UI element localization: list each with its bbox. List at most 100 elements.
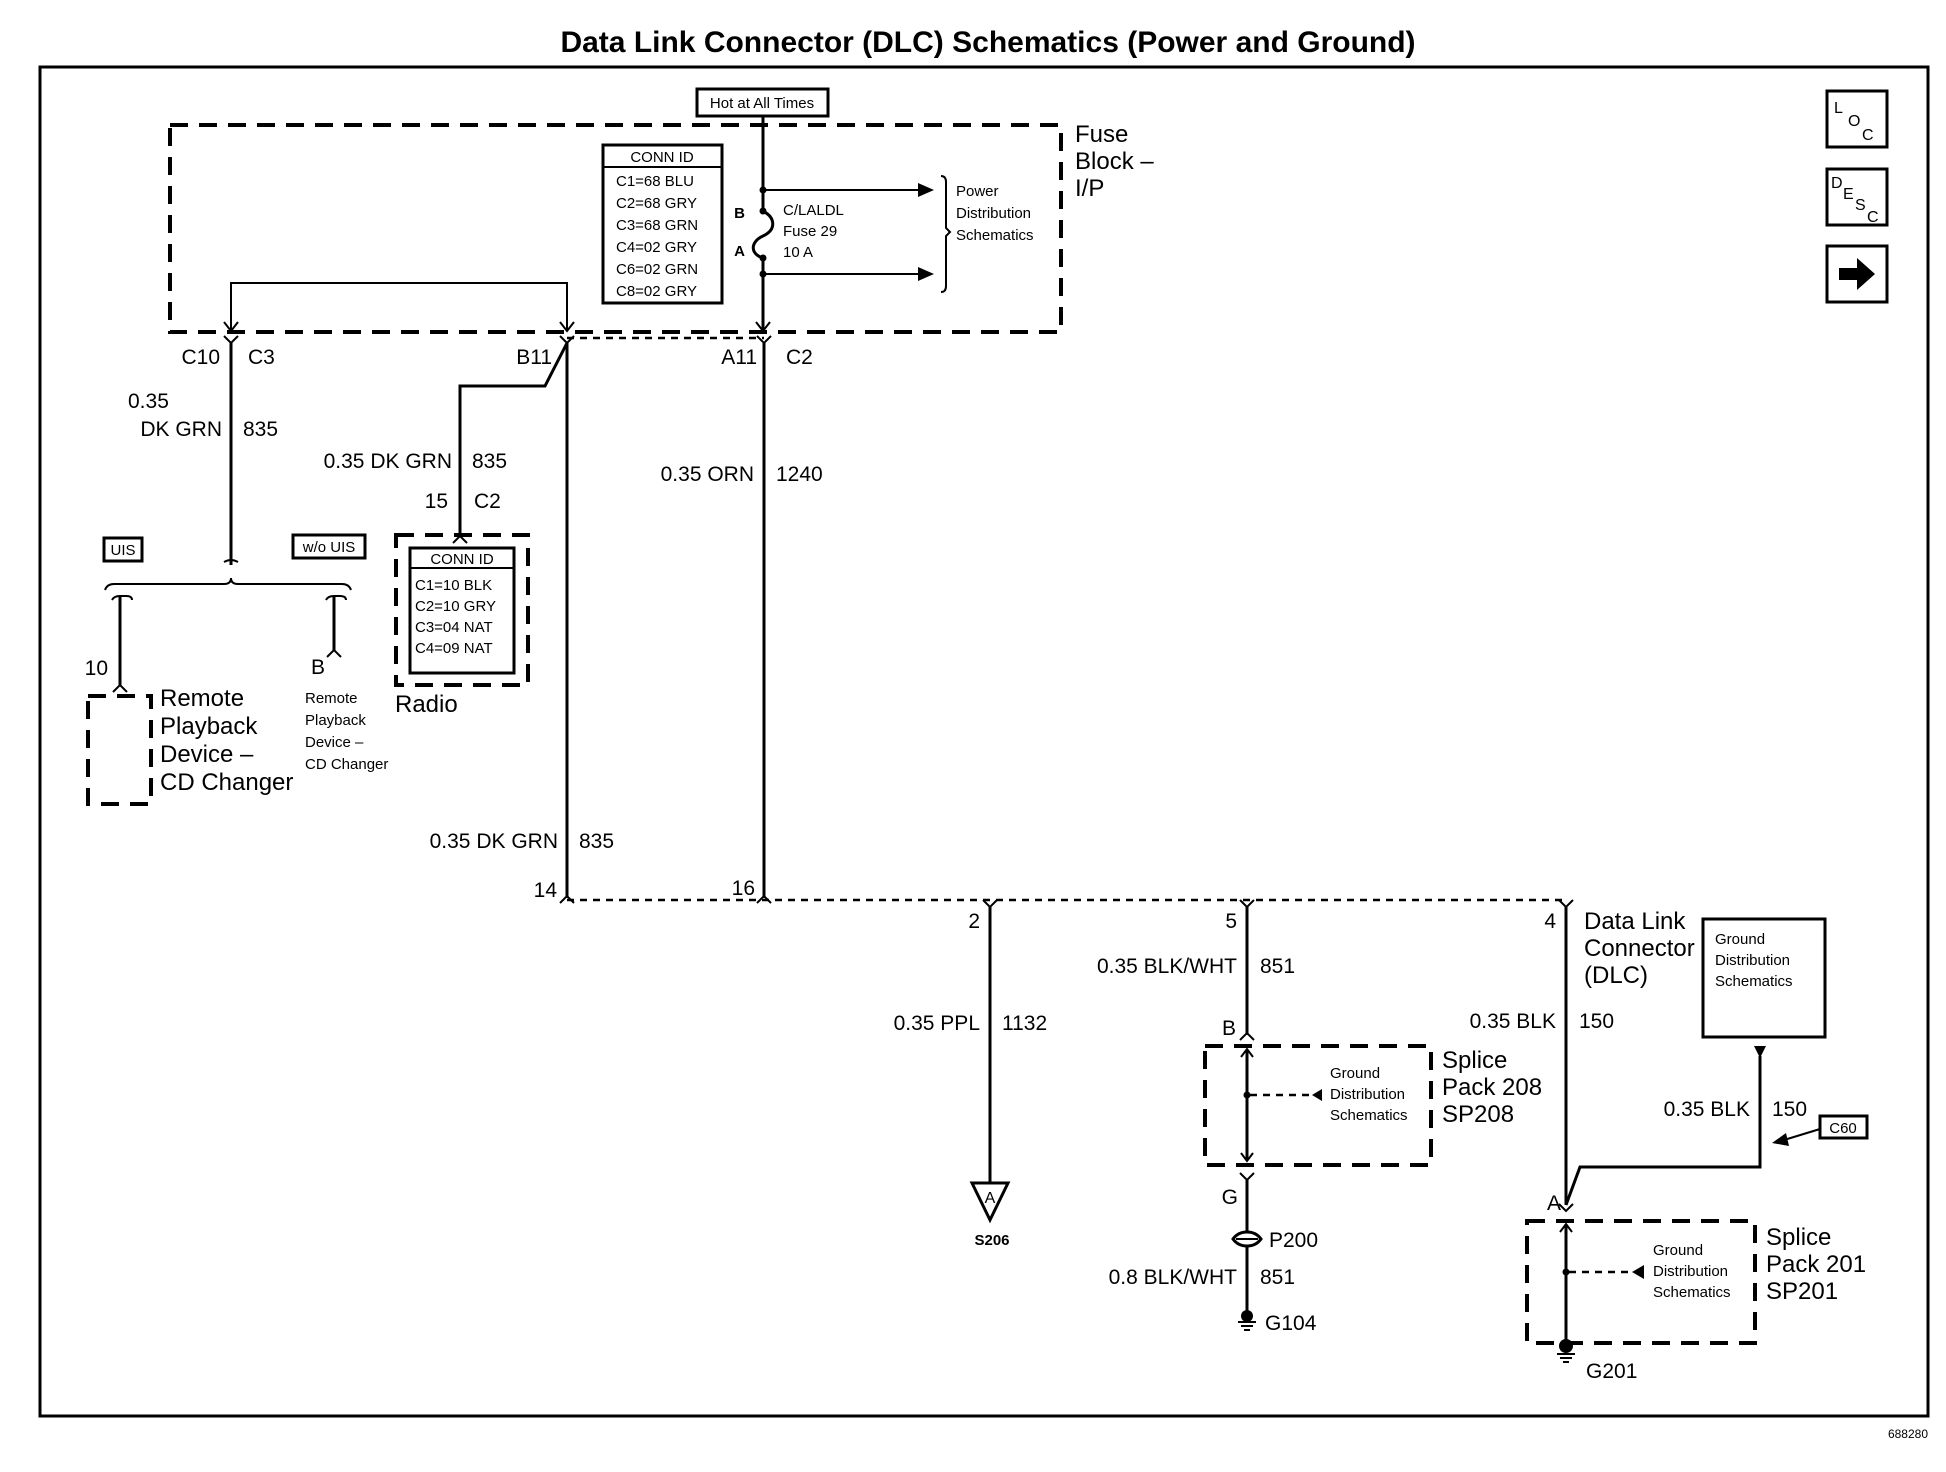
ground-dist-box	[1701, 917, 1827, 1039]
cd-wo-uis-label-3: Device –	[305, 734, 364, 751]
connector-radio-icon	[452, 534, 468, 544]
connector-icon	[1558, 1203, 1574, 1213]
splice-ref-triangle-icon	[969, 1181, 1011, 1224]
connector-c10-pin: C10	[181, 346, 220, 369]
sp201-ref-3: Schematics	[1653, 1284, 1731, 1301]
desc-button[interactable]: D E S C	[1825, 167, 1889, 227]
right-arrow-icon	[1839, 258, 1875, 290]
wire-cd-color: DK GRN	[140, 418, 222, 441]
next-page-button[interactable]	[1825, 244, 1889, 304]
c60-box	[1818, 1114, 1869, 1140]
option-wo-uis-label: w/o UIS	[302, 539, 356, 556]
radio-conn-id-header: CONN ID	[430, 551, 494, 568]
sp201-label-1: Splice	[1766, 1224, 1831, 1251]
splice-pack-208: Ground Distribution Schematics Splice Pa…	[1203, 1044, 1542, 1167]
wire-5-circuit: 851	[1260, 955, 1295, 978]
fuse-29-circuit: B A C/LALDL Fuse 29 10 A Power Distribut…	[734, 116, 1034, 332]
radio-outline	[394, 533, 530, 687]
ground-dist-label-2: Distribution	[1715, 952, 1790, 969]
dlc-pin-5: 5	[1225, 910, 1237, 933]
cd-uis-label-4: CD Changer	[160, 769, 293, 796]
sp201-label-3: SP201	[1766, 1278, 1838, 1305]
radio-conn-id-row: C3=04 NAT	[415, 619, 493, 636]
conn-id-row: C3=68 GRN	[616, 217, 698, 234]
sp201-label-2: Pack 201	[1766, 1251, 1866, 1278]
connector-c10-icon	[223, 335, 239, 345]
fuse-block-jumper-wire	[230, 282, 568, 330]
desc-letter-c: C	[1867, 209, 1879, 226]
connector-a11-pin: A11	[721, 346, 757, 369]
wire-g104-circuit: 851	[1260, 1266, 1295, 1289]
loc-letter-c: C	[1862, 127, 1874, 144]
loc-button-frame	[1825, 89, 1889, 149]
dlc-pin-2: 2	[968, 910, 980, 933]
cd-wo-uis-pin: B	[311, 656, 325, 679]
sp201-pin-top: A	[1547, 1192, 1561, 1215]
cd-uis-pin: 10	[85, 657, 108, 680]
diagram-frame	[38, 65, 1930, 1418]
wire-16-circuit: 1240	[776, 463, 823, 486]
sp201-ref-1: Ground	[1653, 1242, 1703, 1259]
arrow-left-icon	[1632, 1265, 1644, 1279]
radio-label: Radio	[395, 691, 458, 718]
c60-callout: C60	[1772, 1114, 1869, 1146]
cd-wo-uis-label-1: Remote	[305, 690, 358, 707]
wire-4-gauge-color: 0.35 BLK	[1470, 1010, 1556, 1033]
arrow-left-icon	[1312, 1089, 1322, 1101]
loc-button[interactable]: L O C	[1825, 89, 1889, 149]
dlc-label-3: (DLC)	[1584, 962, 1648, 989]
hot-at-all-times-flag: Hot at All Times	[695, 87, 830, 118]
radio-conn-id-row: C2=10 GRY	[415, 598, 496, 615]
radio-pin: 15	[425, 490, 448, 513]
wire-2-circuit: 1132	[1002, 1012, 1047, 1035]
arrow-down-icon	[755, 321, 771, 333]
cd-uis-label-2: Playback	[160, 713, 258, 740]
dlc-label-2: Connector	[1584, 935, 1695, 962]
wire-cd-gauge: 0.35	[128, 390, 169, 413]
sp208-label-1: Splice	[1442, 1047, 1507, 1074]
arrow-up-icon	[1559, 1222, 1573, 1233]
c60-label: C60	[1829, 1120, 1857, 1137]
splice-dot	[1562, 1268, 1570, 1276]
arrow-right-icon	[918, 183, 934, 197]
ground-dist-label-3: Schematics	[1715, 973, 1793, 990]
wire-radio-circuit: 835	[472, 450, 507, 473]
power-flag-box	[695, 87, 830, 118]
fuse-pin-b: B	[734, 205, 745, 222]
connector-c3-label: C3	[248, 346, 275, 369]
connector-icon	[326, 648, 342, 658]
sp201-ref-2: Distribution	[1653, 1263, 1728, 1280]
radio-conn-id-row: C4=09 NAT	[415, 640, 493, 657]
splice-dot	[1243, 1091, 1251, 1099]
power-flag-text: Hot at All Times	[710, 95, 814, 112]
dlc-label-1: Data Link	[1584, 908, 1686, 935]
sp201-outline	[1525, 1219, 1757, 1345]
loc-letter-l: L	[1834, 100, 1843, 117]
arrow-right-icon	[918, 267, 934, 281]
fuse-block-conn-id-table: CONN ID C1=68 BLU C2=68 GRY C3=68 GRN C4…	[601, 143, 724, 305]
connector-icon	[1239, 1172, 1255, 1182]
dlc-pin-14: 14	[534, 879, 558, 902]
sp208-outline	[1203, 1044, 1433, 1167]
s206-letter: A	[985, 1190, 996, 1207]
connector-icon	[325, 595, 347, 601]
connector-icon	[112, 683, 128, 693]
desc-button-frame	[1825, 167, 1889, 227]
cd-uis-label-1: Remote	[160, 685, 244, 712]
p200-label: P200	[1269, 1229, 1318, 1252]
wire-radio-gauge-color: 0.35 DK GRN	[324, 450, 452, 473]
cd-uis-label-3: Device –	[160, 741, 254, 768]
s206-label: S206	[974, 1232, 1009, 1249]
dlc-pin-4-icon	[1558, 899, 1574, 909]
connector-b11-pin: B11	[516, 346, 552, 369]
sp208-pin-bottom: G	[1222, 1186, 1238, 1209]
splice-pack-201: Ground Distribution Schematics Splice Pa…	[1525, 1219, 1866, 1345]
arrow-down-icon	[1240, 1152, 1254, 1163]
desc-letter-e: E	[1843, 186, 1854, 203]
arrow-down-icon	[559, 321, 575, 333]
ground-point	[1241, 1310, 1253, 1322]
sp208-label-2: Pack 208	[1442, 1074, 1542, 1101]
ground-distribution-ref[interactable]: Ground Distribution Schematics	[1701, 917, 1827, 1039]
connector-icon	[111, 595, 133, 601]
